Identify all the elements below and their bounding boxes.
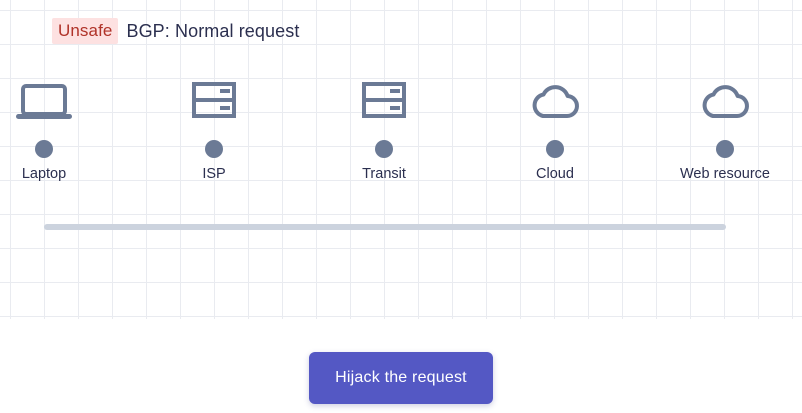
server-icon-wrapper <box>314 78 454 124</box>
hijack-the-request-button[interactable]: Hijack the request <box>309 352 493 404</box>
connector-line <box>44 224 726 230</box>
server-icon-wrapper <box>144 78 284 124</box>
node-dot <box>375 140 393 158</box>
node-dot <box>716 140 734 158</box>
cloud-icon <box>532 85 579 118</box>
cloud-icon-wrapper <box>485 78 625 124</box>
node-dot <box>35 140 53 158</box>
node-label: ISP <box>202 166 226 182</box>
laptop-icon <box>16 84 72 119</box>
diagram-node: Web resource <box>655 78 795 182</box>
diagram-node: Transit <box>314 78 454 182</box>
page-title: BGP: Normal request <box>126 21 300 41</box>
network-path-diagram: Laptop ISP Transit Cloud Web resource <box>0 78 802 230</box>
cloud-icon <box>702 85 749 118</box>
diagram-node: Cloud <box>485 78 625 182</box>
cloud-icon-wrapper <box>655 78 795 124</box>
node-dot <box>546 140 564 158</box>
laptop-icon-wrapper <box>0 78 114 124</box>
node-dot <box>205 140 223 158</box>
page-header: Unsafe BGP: Normal request <box>52 18 299 44</box>
diagram-node: ISP <box>144 78 284 182</box>
status-badge: Unsafe <box>52 18 119 44</box>
node-label: Web resource <box>680 166 770 182</box>
server-icon <box>192 82 236 118</box>
action-row: Hijack the request <box>0 352 802 404</box>
diagram-node: Laptop <box>0 78 114 182</box>
node-label: Cloud <box>536 166 574 182</box>
node-label: Laptop <box>21 166 67 182</box>
node-label: Transit <box>362 166 406 182</box>
server-icon <box>362 82 406 118</box>
